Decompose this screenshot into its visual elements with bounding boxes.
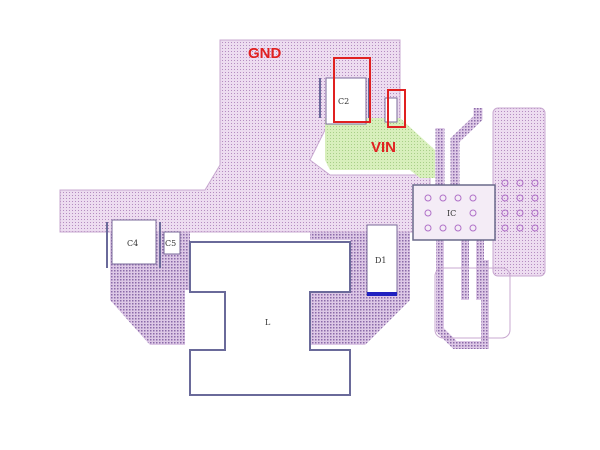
d1-label: D1 — [375, 256, 387, 265]
cap-highlight-box — [387, 89, 406, 128]
c2-footprint — [325, 77, 367, 125]
ic-vias — [424, 179, 539, 232]
traces-bottom — [436, 240, 489, 349]
inductor-label: L — [265, 318, 271, 327]
c5-footprint — [163, 231, 181, 255]
vin-net-label: VIN — [371, 139, 396, 156]
d1-footprint — [366, 224, 398, 296]
gnd-net-label: GND — [248, 45, 282, 62]
inductor-outline — [189, 241, 351, 396]
c5-label: C5 — [165, 239, 176, 248]
thermal-pad — [492, 107, 546, 277]
vin-copper-pour — [325, 118, 435, 178]
c4-footprint — [111, 219, 157, 265]
c4-label: C4 — [127, 239, 138, 248]
c2-highlight-box — [333, 57, 371, 123]
small-cap-footprint — [384, 97, 398, 123]
c2-label: C2 — [338, 97, 349, 106]
traces-top — [435, 108, 483, 190]
ic-label: IC — [447, 209, 456, 218]
